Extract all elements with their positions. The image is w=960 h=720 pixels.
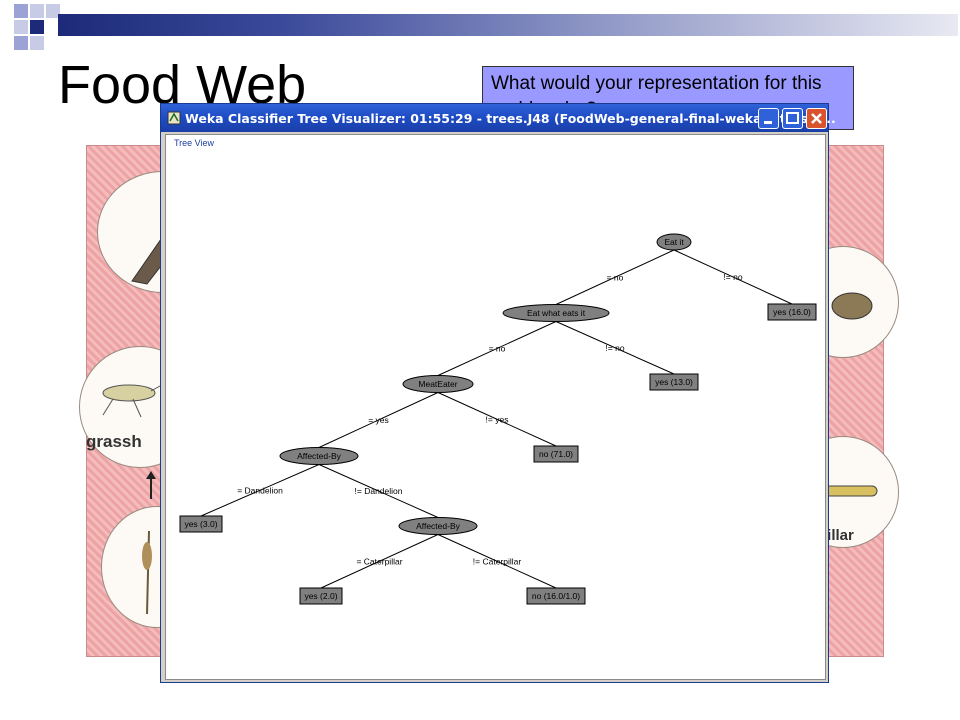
- tree-node-leaf-yes-16[interactable]: [767, 303, 817, 321]
- tree-edge-label: = no: [489, 344, 506, 354]
- wheat-icon: [142, 530, 152, 615]
- tree-node-affected-by-2[interactable]: [398, 517, 478, 535]
- tree-node-leaf-yes-13[interactable]: [649, 373, 699, 391]
- tree-node-eat-what-eats-it[interactable]: [502, 304, 610, 322]
- tree-view-panel[interactable]: Tree View = no!= no= no!= no= yes!= yes=…: [165, 134, 826, 680]
- tree-node-label: Eat it: [664, 237, 684, 247]
- tree-node-eat-it[interactable]: [656, 233, 692, 251]
- tree-node-label: Affected-By: [416, 521, 461, 531]
- minimize-button[interactable]: [758, 108, 779, 129]
- tree-node-affected-by-1[interactable]: [279, 447, 359, 465]
- tree-edge-label: = yes: [368, 415, 389, 425]
- tree-node-label: yes (13.0): [655, 377, 693, 387]
- tree-edge-eat-it-leaf-yes-16: [673, 249, 793, 305]
- tree-node-leaf-yes-3[interactable]: [179, 515, 223, 533]
- tree-node-label: no (16.0/1.0): [532, 591, 580, 601]
- tree-edge-label: != no: [605, 343, 624, 353]
- tree-edge-meateater-affected-by-1: [318, 392, 439, 448]
- tree-node-label: Affected-By: [297, 451, 342, 461]
- tree-node-label: MeatEater: [418, 379, 457, 389]
- grasshopper-caption: grassh: [86, 432, 142, 451]
- tree-node-label: Eat what eats it: [527, 308, 586, 318]
- weka-app-icon: [167, 111, 181, 125]
- tree-node-leaf-no-71[interactable]: [533, 445, 579, 463]
- tree-edge-label: != no: [723, 272, 742, 282]
- close-button[interactable]: [806, 108, 827, 129]
- maximize-icon: [786, 112, 799, 124]
- tree-edge-label: != Dandelion: [355, 486, 403, 496]
- tree-edge-affected-by-2-leaf-yes-2: [320, 534, 439, 589]
- beetle-icon: [831, 292, 873, 320]
- minimize-icon: [764, 121, 772, 124]
- tree-node-label: no (71.0): [539, 449, 573, 459]
- close-icon: [811, 113, 822, 124]
- tree-edge-label: = no: [607, 272, 624, 282]
- tree-edge-label: = Caterpillar: [356, 556, 402, 566]
- food-chain-arrow-icon: [146, 471, 156, 499]
- decision-tree-diagram[interactable]: = no != no = no != no = yes != yes = Dandelion…: [166, 135, 825, 679]
- tree-node-label: yes (2.0): [304, 591, 337, 601]
- grasshopper-icon: [102, 380, 170, 418]
- tree-view-label: Tree View: [174, 138, 215, 148]
- tree-edge-label: = Dandelion: [237, 485, 283, 495]
- tree-edge-affected-by-2-leaf-no-16-1: [437, 534, 557, 589]
- maximize-button[interactable]: [782, 108, 803, 129]
- tree-edge-eat-it-eat-what-eats-it: [555, 249, 675, 305]
- title-gradient-bar: [58, 14, 958, 36]
- tree-node-leaf-no-16-1[interactable]: [526, 587, 586, 605]
- tree-edge-affected-by-1-leaf-yes-3: [200, 464, 320, 517]
- tree-node-leaf-yes-2[interactable]: [299, 587, 343, 605]
- weka-tree-visualizer-window[interactable]: Weka Classifier Tree Visualizer: 01:55:2…: [160, 103, 836, 683]
- tree-edge-label: != yes: [486, 414, 509, 424]
- tree-edge-label: != Caterpillar: [473, 556, 522, 566]
- tree-edge-meateater-leaf-no-71: [437, 392, 557, 447]
- tree-edge-affected-by-1-affected-by-2: [318, 464, 439, 518]
- window-titlebar[interactable]: Weka Classifier Tree Visualizer: 01:55:2…: [161, 104, 836, 132]
- window-title: Weka Classifier Tree Visualizer: 01:55:2…: [185, 111, 836, 126]
- tree-edge-eat-what-eats-it-meateater: [437, 321, 557, 376]
- tree-node-label: yes (16.0): [773, 307, 811, 317]
- tree-edge-eat-what-eats-it-leaf-yes-13: [555, 321, 675, 375]
- tree-node-label: yes (3.0): [184, 519, 217, 529]
- tree-node-meateater[interactable]: [402, 375, 474, 393]
